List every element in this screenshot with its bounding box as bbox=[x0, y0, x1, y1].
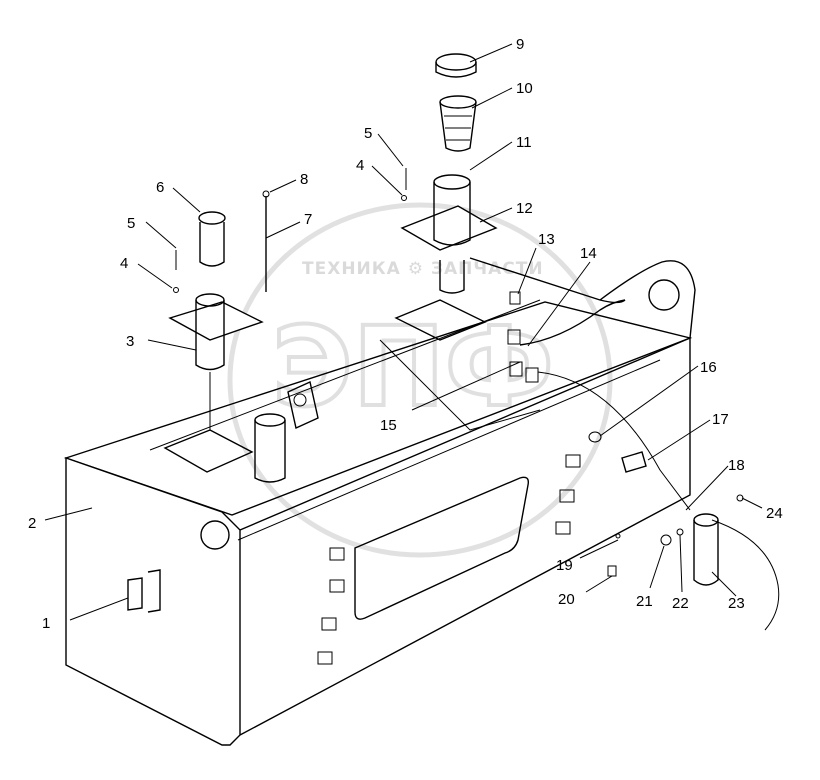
tank-body bbox=[63, 260, 696, 746]
callout-9: 9 bbox=[516, 36, 524, 53]
watermark-logo: ЭПФ bbox=[272, 303, 554, 431]
callout-10: 10 bbox=[516, 80, 533, 97]
callout-18: 18 bbox=[728, 457, 745, 474]
callout-5-second: 5 bbox=[364, 125, 372, 142]
callout-8: 8 bbox=[300, 171, 308, 188]
callout-24: 24 bbox=[766, 505, 783, 522]
breather-assembly bbox=[168, 211, 264, 430]
dipstick bbox=[262, 190, 270, 292]
callout-2: 2 bbox=[28, 515, 36, 532]
callout-5: 5 bbox=[127, 215, 135, 232]
callout-20: 20 bbox=[558, 591, 575, 608]
callout-4-second: 4 bbox=[356, 157, 364, 174]
callout-3: 3 bbox=[126, 333, 134, 350]
callout-7: 7 bbox=[304, 211, 312, 228]
sensor-lines bbox=[469, 257, 691, 511]
filler-assembly bbox=[400, 53, 498, 294]
callout-16: 16 bbox=[700, 359, 717, 376]
callout-23: 23 bbox=[728, 595, 745, 612]
callout-15: 15 bbox=[380, 417, 397, 434]
callout-19: 19 bbox=[556, 557, 573, 574]
callout-6: 6 bbox=[156, 179, 164, 196]
leader-lines bbox=[44, 43, 763, 621]
callout-12: 12 bbox=[516, 200, 533, 217]
callout-17: 17 bbox=[712, 411, 729, 428]
callout-22: 22 bbox=[672, 595, 689, 612]
callout-13: 13 bbox=[538, 231, 555, 248]
callout-4: 4 bbox=[120, 255, 128, 272]
drain-plugs bbox=[317, 454, 581, 665]
callout-1: 1 bbox=[42, 615, 50, 632]
callout-21: 21 bbox=[636, 593, 653, 610]
callout-11: 11 bbox=[516, 134, 532, 151]
callout-labels: 1 2 3 4 5 6 7 8 5 4 9 10 11 12 13 14 15 … bbox=[28, 36, 783, 632]
watermark-text: ТЕХНИКА ⚙ ЗАПЧАСТИ bbox=[302, 259, 544, 279]
callout-14: 14 bbox=[580, 245, 597, 262]
